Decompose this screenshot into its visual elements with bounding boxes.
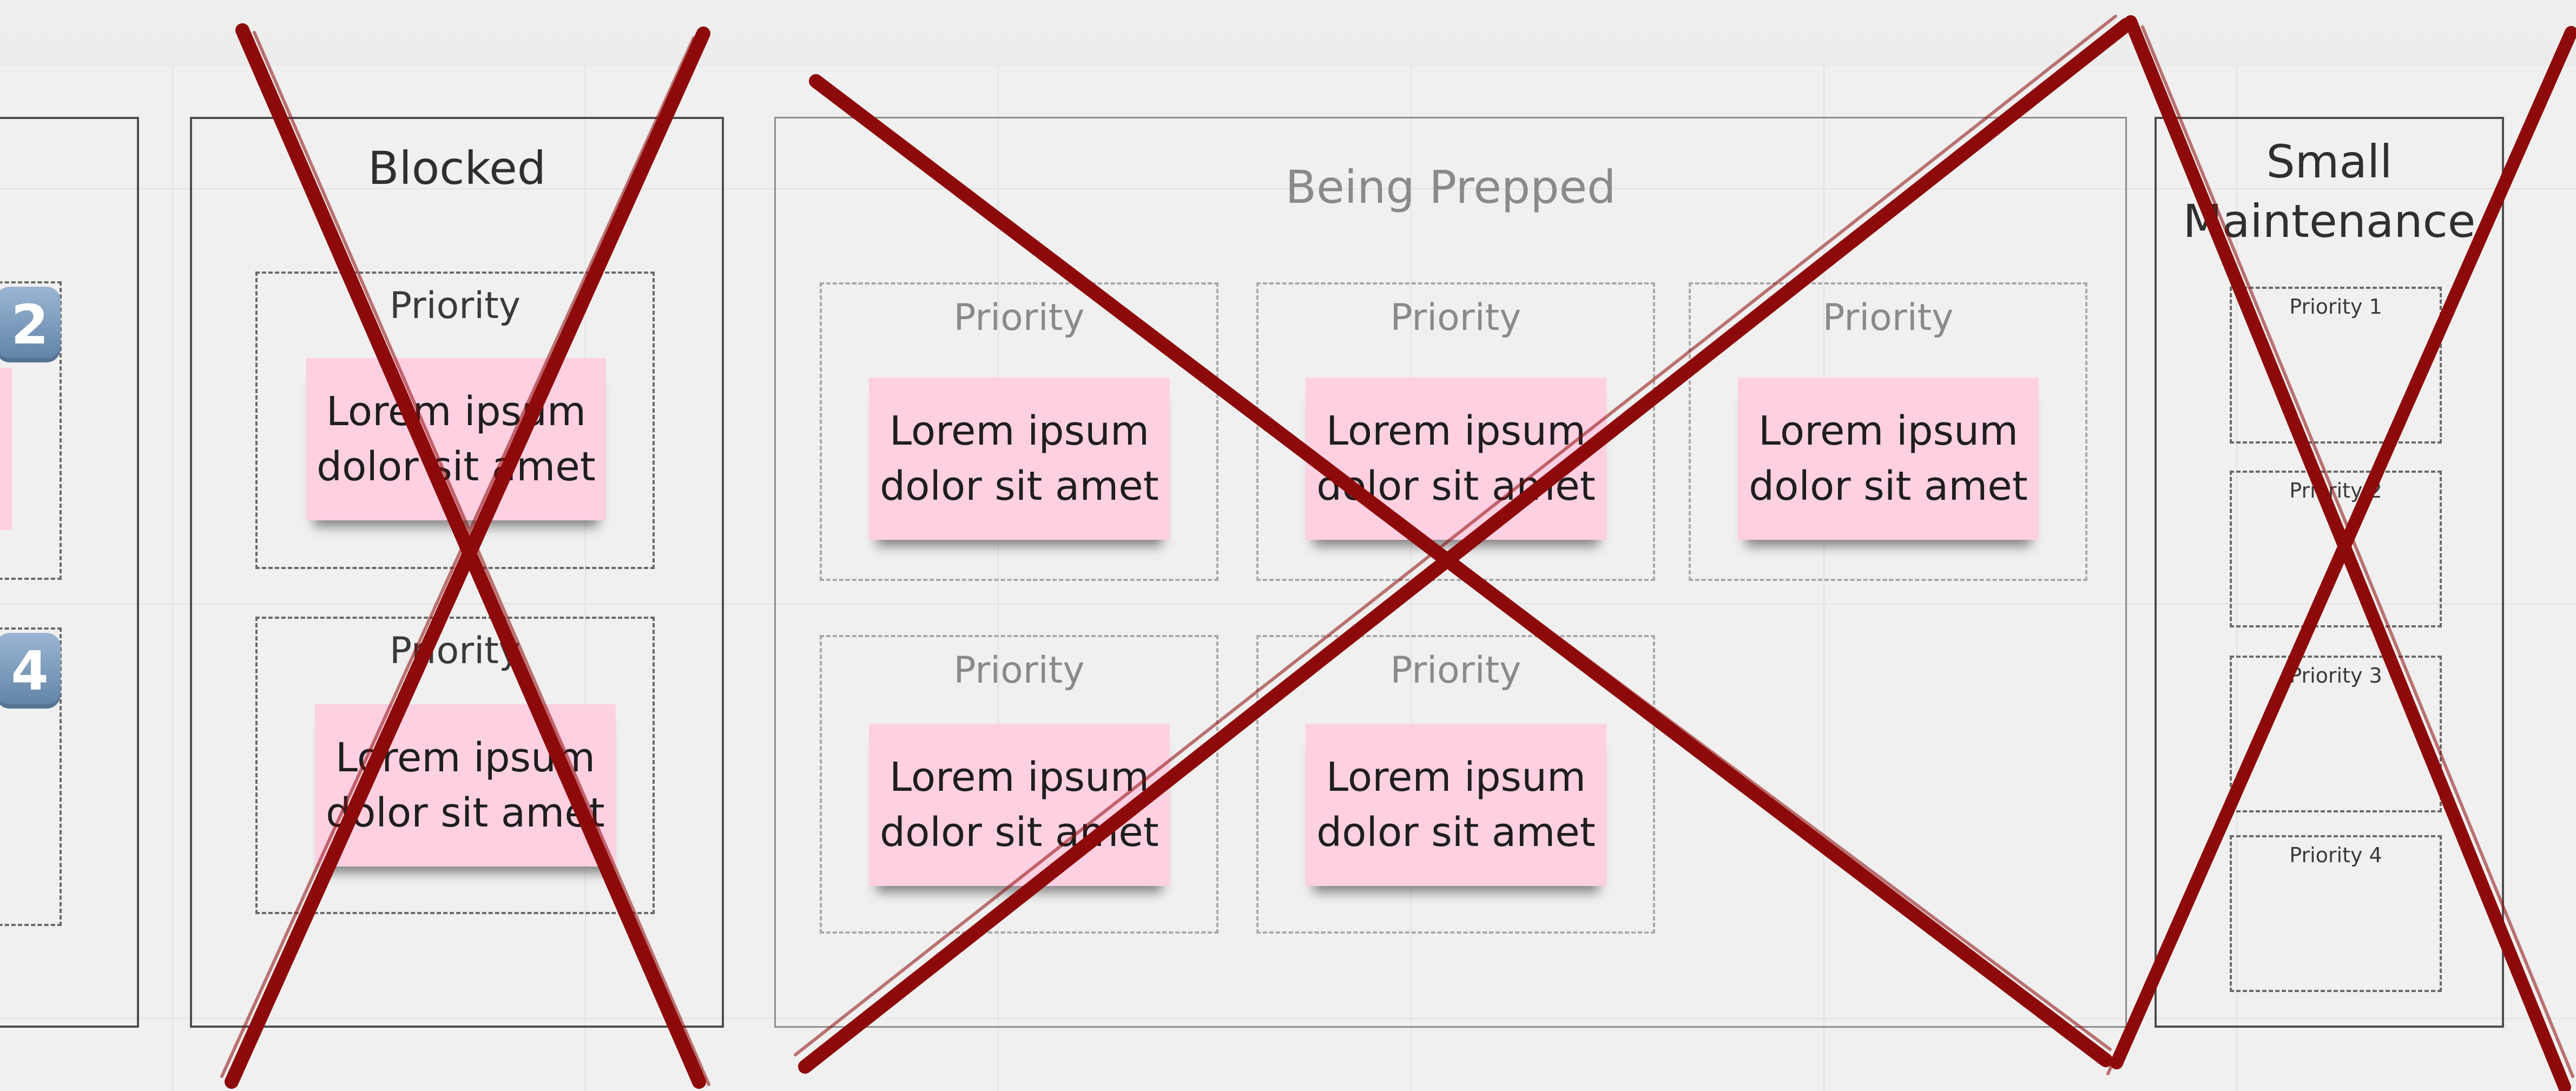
priority-label: Priority (389, 630, 521, 672)
partial-sticky-note[interactable] (0, 368, 12, 530)
sticky-note[interactable]: Lorem ipsum dolor sit amet (869, 724, 1170, 886)
priority-zone[interactable]: Priority 2 (2230, 471, 2442, 627)
number-badge-icon: 2 (0, 287, 61, 362)
priority-zone[interactable]: Priority 1 (2230, 287, 2442, 444)
sticky-note[interactable]: Lorem ipsum dolor sit amet (1738, 378, 2039, 540)
number-badge-icon: 4 (0, 633, 61, 709)
priority-label: Priority 1 (2289, 295, 2382, 319)
sticky-note[interactable]: Lorem ipsum dolor sit amet (869, 378, 1170, 540)
sticky-note[interactable]: Lorem ipsum dolor sit amet (315, 704, 616, 867)
priority-label: Priority (1822, 296, 1954, 339)
sticky-note[interactable]: Lorem ipsum dolor sit amet (1306, 378, 1606, 540)
priority-zone[interactable]: Priority 3 (2230, 656, 2442, 812)
sticky-note[interactable]: Lorem ipsum dolor sit amet (306, 358, 606, 520)
priority-label: Priority (389, 285, 521, 327)
partial-column-frame[interactable] (0, 117, 139, 1028)
top-strip (0, 0, 2576, 66)
priority-label: Priority 3 (2289, 664, 2382, 687)
priority-label: Priority (1390, 296, 1521, 339)
partial-zone-top[interactable] (0, 281, 62, 580)
priority-label: Priority (953, 649, 1085, 692)
sticky-note[interactable]: Lorem ipsum dolor sit amet (1306, 724, 1606, 886)
priority-label: Priority 4 (2289, 843, 2382, 867)
column-title: Being Prepped (1285, 161, 1616, 214)
column-title: Small Maintenance (2183, 135, 2476, 248)
priority-zone[interactable]: Priority 4 (2230, 835, 2442, 992)
priority-label: Priority (1390, 649, 1521, 692)
partial-zone-bottom[interactable] (0, 627, 62, 926)
priority-label: Priority (953, 296, 1085, 339)
priority-label: Priority 2 (2289, 479, 2382, 502)
column-title: Blocked (367, 142, 546, 195)
